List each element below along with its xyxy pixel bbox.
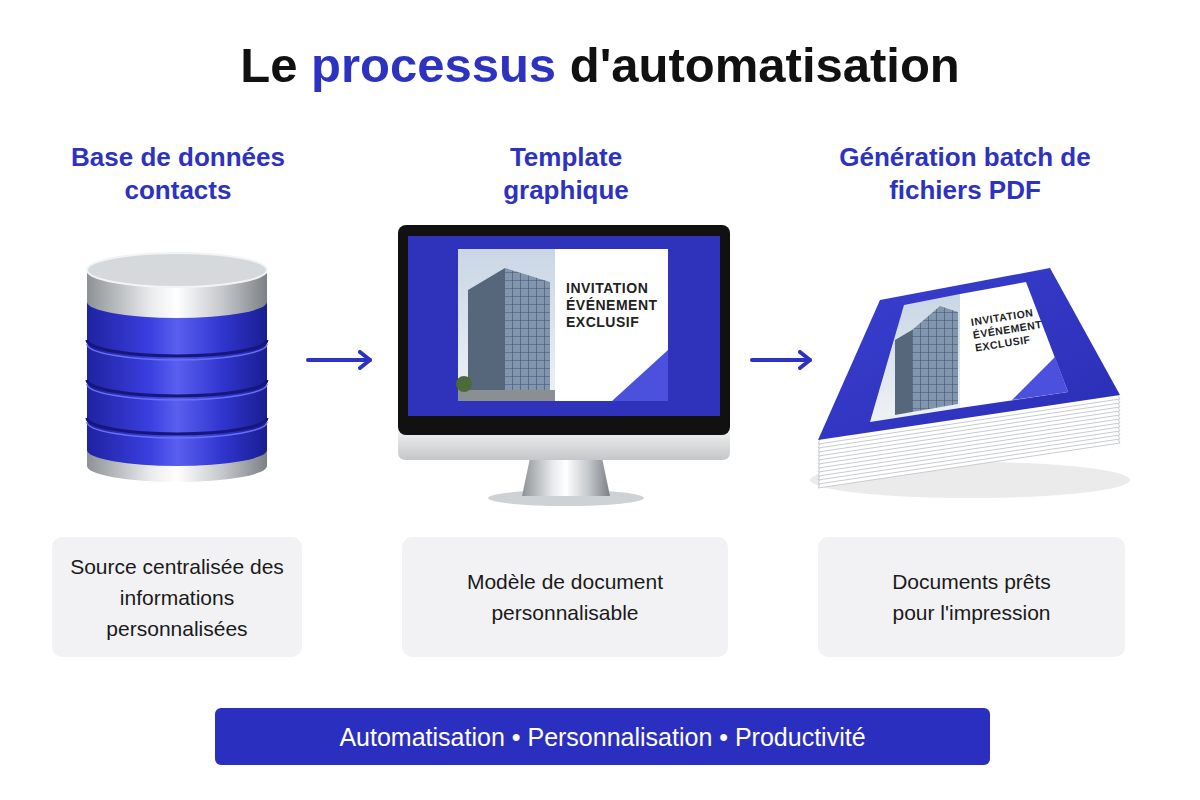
photo-ground <box>458 390 555 401</box>
cylinder-body <box>87 300 267 466</box>
keyword-band: Automatisation • Personnalisation • Prod… <box>215 708 990 765</box>
building-glass <box>505 268 550 396</box>
step-heading: Génération batch de fichiers PDF <box>835 141 1095 207</box>
cylinder-groove <box>87 418 267 434</box>
process-step: Génération batch de fichiers PDF Document… <box>812 141 1130 657</box>
step-description: Documents prêts pour l'impression <box>872 566 1072 628</box>
diagram-title: Le processus d'automatisation <box>240 37 960 93</box>
process-step: Template graphiqueModèle de document per… <box>372 141 750 657</box>
process-step: Base de données contactsSource centralis… <box>50 141 306 657</box>
cylinder-groove <box>87 422 267 438</box>
flow-arrow <box>308 358 370 362</box>
sheet-building-side <box>895 330 912 415</box>
description-box: Modèle de document personnalisable <box>402 537 728 657</box>
sheet-photo <box>870 294 960 422</box>
invitation-card <box>555 249 668 401</box>
building-side <box>468 268 505 396</box>
monitor-illustration <box>398 225 730 506</box>
sheet-building-glass <box>912 306 958 412</box>
cylinder-groove <box>87 344 267 360</box>
step-description: Source centralisée des informations pers… <box>70 551 285 644</box>
document-title-text: INVITATION ÉVÉNEMENT EXCLUSIF <box>970 305 1047 355</box>
card-accent <box>612 350 668 401</box>
monitor-screen <box>408 236 720 416</box>
title-row: Le processus d'automatisation <box>0 37 1200 93</box>
database-cylinder <box>87 253 267 482</box>
description-box: Source centralisée des informations pers… <box>52 537 302 657</box>
step-heading: Base de données contacts <box>53 141 303 207</box>
document-title-text: INVITATION ÉVÉNEMENT EXCLUSIF <box>566 280 666 331</box>
monitor-stand <box>522 458 610 496</box>
step-heading: Template graphique <box>466 141 666 207</box>
sheet-card-accent <box>1012 357 1068 400</box>
band-text: Automatisation • Personnalisation • Prod… <box>339 722 865 752</box>
photo-tree <box>456 376 472 392</box>
photo-sky <box>458 249 555 401</box>
flow-arrow <box>752 358 810 362</box>
cylinder-cap-top <box>87 253 267 287</box>
description-box: Documents prêts pour l'impression <box>818 537 1125 657</box>
sheet-card <box>960 282 1068 408</box>
stack-top-sheet <box>818 268 1120 440</box>
pdf-stack-illustration <box>810 268 1130 498</box>
monitor-bezel <box>398 225 730 435</box>
step-description: Modèle de document personnalisable <box>440 566 690 628</box>
cylinder-groove <box>87 380 267 396</box>
cylinder-groove <box>87 340 267 356</box>
cylinder-groove <box>87 384 267 400</box>
